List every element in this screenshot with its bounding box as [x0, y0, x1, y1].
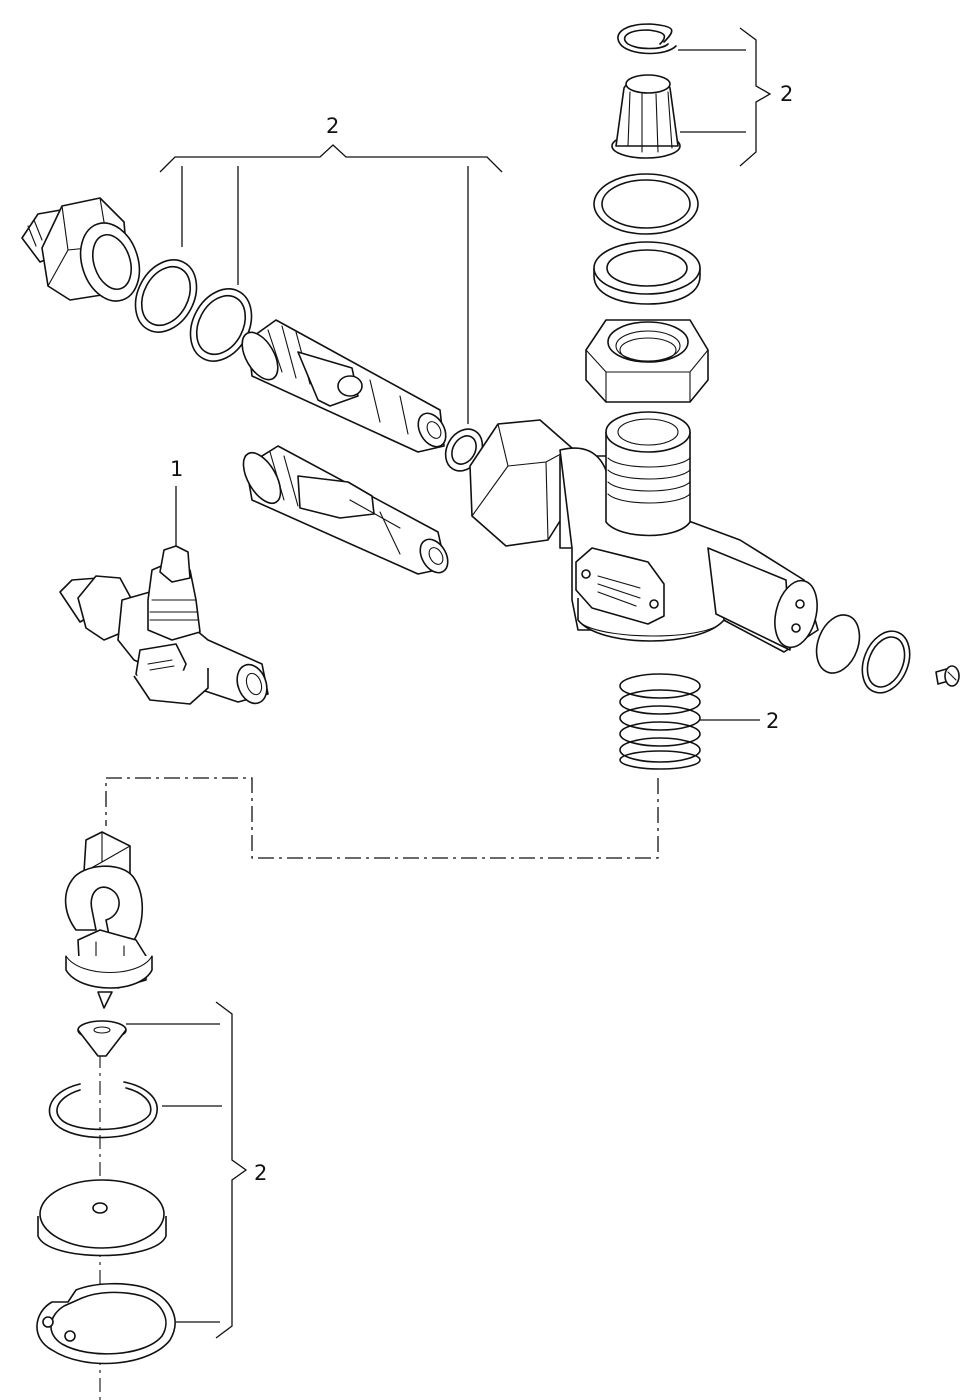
- o-ring-left-1[interactable]: [123, 249, 208, 342]
- small-screw[interactable]: [935, 665, 960, 687]
- hex-nut-right[interactable]: [585, 319, 709, 403]
- bottom-group-bracket: [126, 1001, 248, 1339]
- cone-seal[interactable]: [77, 1020, 127, 1057]
- valve-insert-lower[interactable]: [236, 445, 454, 578]
- snap-ring-top[interactable]: [617, 23, 677, 55]
- bottom-group-label[interactable]: 2: [254, 1161, 267, 1185]
- flat-washer-1[interactable]: [593, 173, 699, 235]
- coil-spring[interactable]: [619, 673, 701, 770]
- relation-line: [105, 777, 659, 859]
- circlip[interactable]: [36, 1282, 176, 1365]
- valve-body-main[interactable]: [469, 411, 824, 653]
- valve-assembly-small[interactable]: [59, 545, 272, 708]
- top-right-group-bracket: [678, 27, 772, 167]
- disc-gasket[interactable]: [809, 609, 867, 679]
- top-group-bracket: [159, 144, 503, 424]
- piston-disc[interactable]: [37, 1179, 167, 1257]
- flat-washer-2[interactable]: [593, 241, 701, 305]
- assembly-label[interactable]: 1: [170, 457, 183, 481]
- valve-insert-upper[interactable]: [235, 319, 452, 453]
- valve-piston[interactable]: [64, 831, 153, 1009]
- spring-label[interactable]: 2: [766, 709, 779, 733]
- retaining-ring[interactable]: [48, 1081, 158, 1139]
- o-ring-side[interactable]: [854, 624, 919, 700]
- top-right-group-label[interactable]: 2: [780, 82, 793, 106]
- hex-fitting-left[interactable]: [21, 197, 149, 309]
- conical-filter[interactable]: [611, 74, 681, 159]
- top-group-label[interactable]: 2: [326, 114, 339, 138]
